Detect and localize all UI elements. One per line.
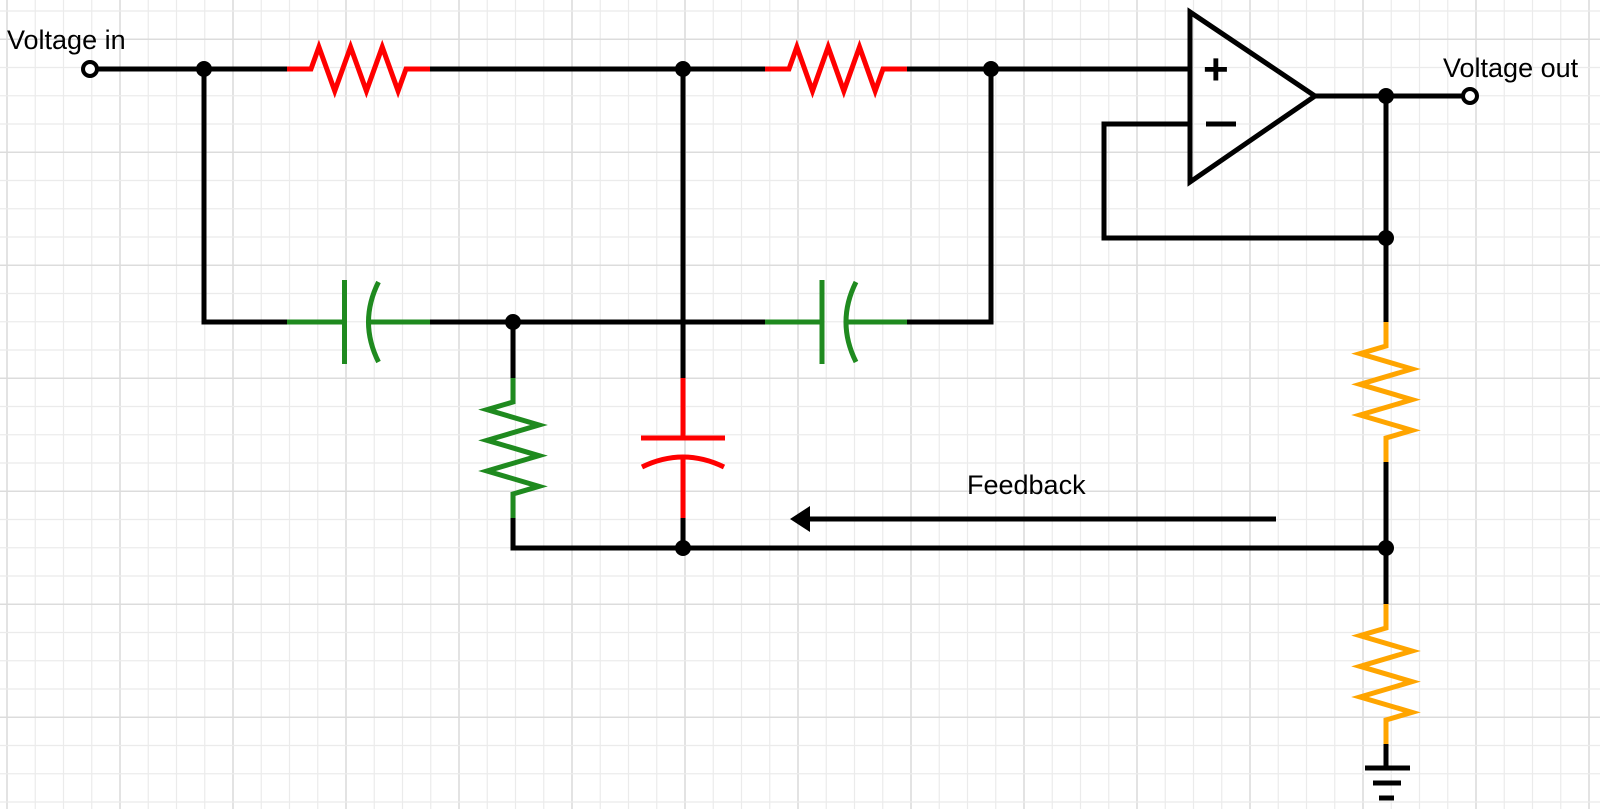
resistor-zigzag (478, 378, 548, 518)
resistor-r5[interactable] (1351, 604, 1421, 744)
junction-dot (1378, 88, 1394, 104)
capacitor-c2[interactable] (765, 280, 907, 364)
wire-c2-to-right-drop (907, 69, 994, 325)
opamp-triangle (1187, 7, 1320, 187)
junction-dot (675, 540, 691, 556)
resistor-zigzag (1351, 604, 1421, 744)
opamp-u1[interactable]: + (1187, 7, 1320, 187)
resistor-r1[interactable] (287, 39, 430, 99)
capacitor-c1[interactable] (287, 280, 430, 364)
arrowhead-left-icon (790, 506, 810, 532)
feedback-arrow (790, 506, 1276, 532)
junction-dot (675, 61, 691, 77)
resistor-r4[interactable] (1351, 322, 1421, 462)
wire-left-drop (201, 69, 287, 325)
wire-opamp-minus-loop (1101, 121, 1386, 241)
resistor-zigzag (765, 39, 907, 99)
resistor-r3[interactable] (478, 378, 548, 518)
resistor-zigzag (1351, 322, 1421, 462)
label-feedback: Feedback (967, 470, 1086, 500)
junction-dot (196, 61, 212, 77)
output-terminal[interactable] (1461, 87, 1479, 105)
ground-symbol (1365, 765, 1410, 801)
resistor-zigzag (287, 39, 430, 99)
capacitor-c3[interactable] (640, 378, 726, 518)
opamp-plus-symbol: + (1203, 45, 1229, 94)
wire-r3-bottom-and-return (510, 518, 1386, 551)
resistor-r2[interactable] (765, 39, 907, 99)
junction-dots (196, 61, 1394, 556)
label-voltage-in: Voltage in (7, 25, 126, 55)
junction-dot (983, 61, 999, 77)
junction-dot (505, 314, 521, 330)
wires (96, 66, 1464, 768)
junction-dot (1378, 230, 1394, 246)
input-terminal[interactable] (81, 60, 99, 78)
label-voltage-out: Voltage out (1443, 53, 1579, 83)
junction-dot (1378, 540, 1394, 556)
